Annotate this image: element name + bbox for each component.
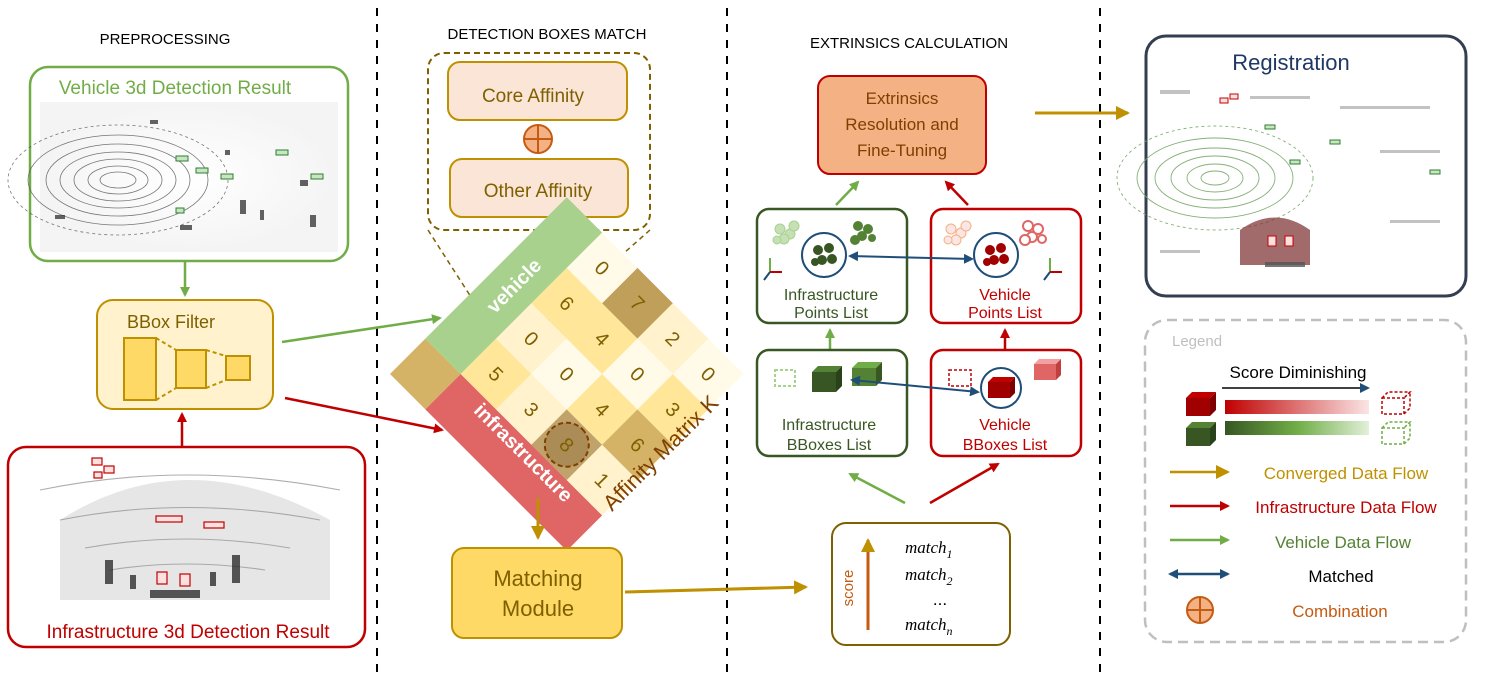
bbox-filter-label: BBox Filter	[127, 312, 215, 332]
filter-to-infra-axis-arrow	[284, 396, 444, 434]
green-outline-cube-icon	[1381, 421, 1412, 445]
infra-bboxes-line2: BBoxes List	[787, 437, 872, 454]
vehicle-detection-panel: Vehicle 3d Detection Result	[7, 65, 350, 263]
registration-panel: Registration	[1116, 34, 1468, 298]
red-cube-icon	[1186, 392, 1216, 416]
match-word: match	[905, 565, 947, 584]
green-cube-icon	[1186, 422, 1216, 446]
detection-match-header: DETECTION BOXES MATCH	[448, 26, 647, 43]
highlight-circle	[543, 421, 590, 468]
zoom-line-left	[427, 229, 497, 337]
matching-to-list-arrow	[624, 580, 808, 595]
extrinsics-header: EXTRINSICS CALCULATION	[810, 35, 1008, 52]
affinity-matrix: vehicle infrastructure 5 0 6 0 3 0 4 7 8…	[390, 197, 744, 551]
axis-icon	[763, 258, 782, 281]
resolution-line2: Resolution and	[845, 115, 958, 134]
filter-to-vehicle-axis-arrow	[281, 314, 442, 344]
points-matched-arrow	[848, 251, 974, 264]
other-affinity-label: Other Affinity	[484, 181, 593, 202]
vehicle-points-to-resolution-arrow	[944, 180, 969, 206]
vehicle-points-line1: Vehicle	[979, 287, 1031, 304]
preprocessing-header: PREPROCESSING	[100, 31, 231, 48]
other-affinity-box	[449, 158, 629, 218]
match-word: match	[905, 615, 947, 634]
score-label: score	[840, 570, 857, 607]
core-affinity-box	[447, 61, 628, 121]
match-subscript: 2	[947, 574, 953, 588]
vehicle-flow-label: Vehicle Data Flow	[1275, 533, 1412, 552]
red-score-gradient	[1225, 400, 1369, 414]
match-item-1: match1	[905, 538, 953, 561]
combination-label: Combination	[1292, 602, 1387, 621]
red-outline-cube-icon	[1381, 391, 1412, 415]
bboxes-matched-arrow	[850, 375, 980, 397]
matched-points-circle	[801, 232, 847, 278]
matched-label: Matched	[1308, 567, 1373, 586]
score-diminishing-label: Score Diminishing	[1230, 363, 1367, 382]
plus-circle-icon	[523, 124, 553, 154]
filter-funnel-icon	[123, 337, 251, 401]
extrinsics-resolution-box: Extrinsics Resolution and Fine-Tuning	[817, 75, 987, 175]
cube-icon	[948, 369, 972, 387]
list-to-vehicle-bboxes-arrow	[929, 462, 1000, 505]
list-to-infra-bboxes-arrow	[848, 472, 906, 505]
infra-points-line1: Infrastructure	[784, 287, 878, 304]
infra-bboxes-line1: Infrastructure	[782, 417, 876, 434]
infra-detection-panel: Infrastructure 3d Detection Result	[6, 445, 367, 649]
matching-module-line2: Module	[502, 596, 574, 621]
combination-plus-icon	[1186, 596, 1214, 624]
resolution-line3: Fine-Tuning	[857, 141, 947, 160]
cube-icon	[1034, 359, 1061, 380]
affinity-combination-group: Core Affinity Other Affinity	[427, 52, 651, 231]
legend-title: Legend	[1172, 333, 1222, 350]
vehicle-points-list-box: Vehicle Points List	[929, 207, 1083, 325]
registration-pointcloud-image	[1116, 90, 1441, 267]
vehicle-result-label: Vehicle 3d Detection Result	[59, 78, 292, 99]
match-word: match	[905, 538, 947, 557]
registration-title: Registration	[1232, 50, 1349, 75]
infra-bboxes-list-box: Infrastructure BBoxes List	[755, 348, 909, 458]
infra-points-list-box: Infrastructure Points List	[755, 207, 909, 325]
match-item-n: matchn	[905, 615, 953, 638]
vehicle-bboxes-line2: BBoxes List	[963, 437, 1048, 454]
vehicle-pointcloud-image	[7, 102, 338, 252]
axis-icon	[1043, 258, 1062, 281]
infra-flow-label: Infrastructure Data Flow	[1255, 498, 1437, 517]
core-affinity-label: Core Affinity	[482, 86, 585, 107]
matching-module-box: Matching Module	[451, 547, 623, 639]
cube-icon	[812, 366, 842, 392]
vehicle-bboxes-line1: Vehicle	[979, 417, 1031, 434]
infra-pointcloud-image	[16, 455, 357, 615]
matching-module-line1: Matching	[493, 566, 582, 591]
resolution-line1: Extrinsics	[866, 89, 939, 108]
match-subscript: n	[947, 624, 953, 638]
vehicle-bboxes-list-box: Vehicle BBoxes List	[929, 348, 1083, 458]
infra-result-label: Infrastructure 3d Detection Result	[46, 622, 330, 643]
legend-panel: Legend Score Diminishing Converged Data …	[1143, 318, 1468, 644]
green-score-gradient	[1225, 421, 1369, 435]
converged-flow-label: Converged Data Flow	[1264, 464, 1429, 483]
infra-points-to-resolution-arrow	[835, 180, 860, 206]
cube-icon	[988, 377, 1015, 398]
match-item-2: match2	[905, 565, 953, 588]
match-list-box: score match1 match2 ... matchn	[831, 522, 1011, 646]
match-ellipsis: ...	[933, 590, 947, 609]
bbox-filter-box: BBox Filter	[96, 299, 274, 410]
matched-points-circle	[973, 232, 1019, 278]
match-subscript: 1	[947, 547, 953, 561]
infra-points-line2: Points List	[794, 305, 868, 322]
cube-icon	[774, 369, 796, 387]
vehicle-points-line2: Points List	[968, 305, 1042, 322]
